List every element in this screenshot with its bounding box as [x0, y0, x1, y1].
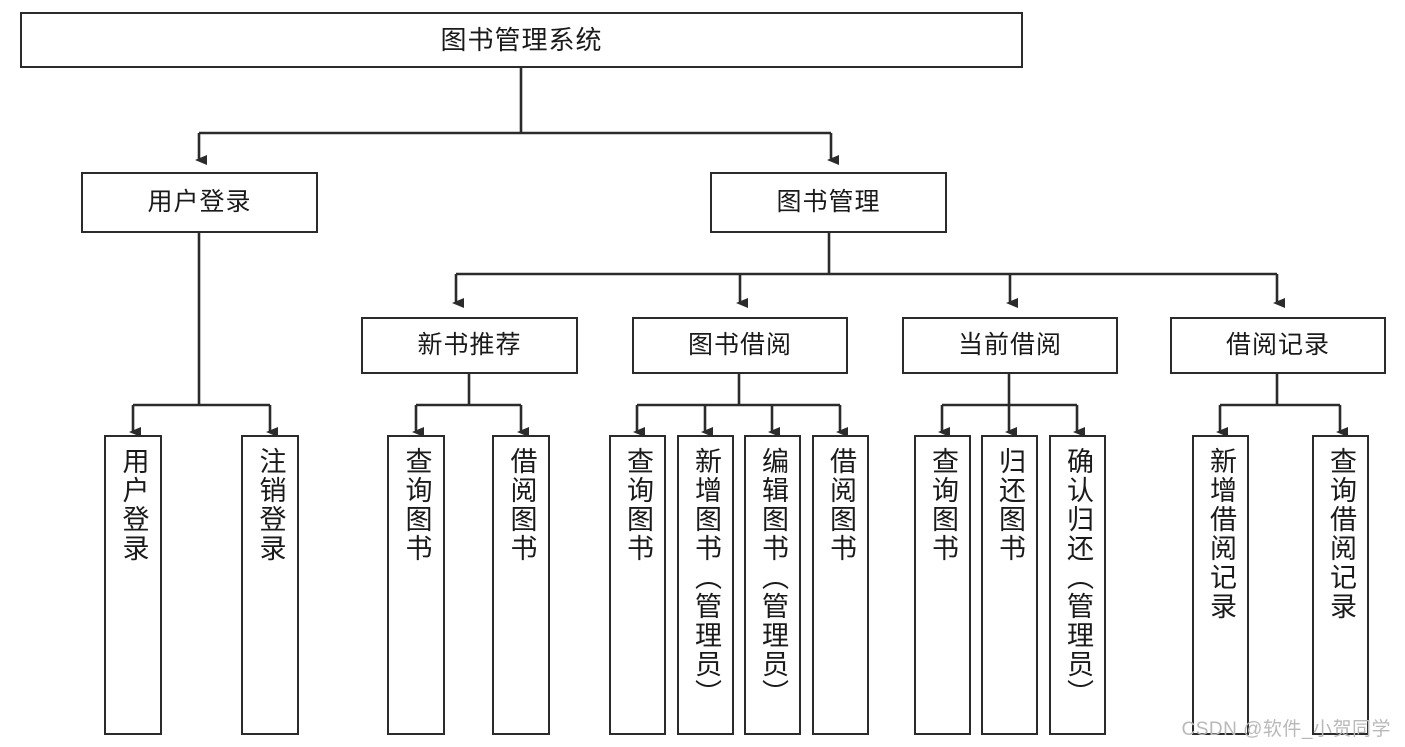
- node-label: 借阅图书: [506, 447, 537, 563]
- node-label: 确认归还（管理员）: [1063, 447, 1093, 708]
- node-label: 新书推荐: [417, 331, 522, 359]
- leaf-query-book-borrow[interactable]: 查询图书: [609, 435, 666, 735]
- leaf-query-book-current[interactable]: 查询图书: [914, 435, 971, 735]
- node-label: 查询借阅记录: [1326, 447, 1356, 621]
- node-current-borrow[interactable]: 当前借阅: [902, 317, 1118, 374]
- node-label: 用户登录: [147, 188, 252, 216]
- leaf-return-book[interactable]: 归还图书: [981, 435, 1038, 735]
- leaf-add-book[interactable]: 新增图书（管理员）: [677, 435, 734, 735]
- node-label: 图书管理: [776, 188, 881, 216]
- node-label: 用户登录: [118, 447, 149, 563]
- node-label: 借阅记录: [1225, 331, 1330, 359]
- node-label: 当前借阅: [957, 331, 1062, 359]
- leaf-logout-login[interactable]: 注销登录: [241, 435, 299, 735]
- node-book-borrow[interactable]: 图书借阅: [632, 317, 848, 374]
- node-label: 查询图书: [928, 447, 958, 563]
- node-label: 查询图书: [623, 447, 653, 563]
- leaf-add-borrow-record[interactable]: 新增借阅记录: [1192, 435, 1249, 735]
- node-label: 图书借阅: [687, 331, 792, 359]
- leaf-borrow-book-recommend[interactable]: 借阅图书: [492, 435, 550, 735]
- node-book-management[interactable]: 图书管理: [710, 172, 947, 233]
- node-label: 借阅图书: [826, 447, 856, 563]
- node-label: 图书管理系统: [440, 24, 603, 55]
- leaf-confirm-return[interactable]: 确认归还（管理员）: [1049, 435, 1106, 735]
- leaf-query-borrow-record[interactable]: 查询借阅记录: [1312, 435, 1369, 735]
- leaf-edit-book[interactable]: 编辑图书（管理员）: [744, 435, 801, 735]
- node-new-book-recommend[interactable]: 新书推荐: [361, 317, 578, 374]
- watermark: CSDN @软件_小贺同学: [1181, 719, 1391, 740]
- node-borrow-record[interactable]: 借阅记录: [1170, 317, 1386, 374]
- node-label: 注销登录: [255, 447, 286, 563]
- leaf-user-login[interactable]: 用户登录: [104, 435, 162, 735]
- node-book-management-system[interactable]: 图书管理系统: [20, 12, 1023, 68]
- node-label: 编辑图书（管理员）: [758, 447, 788, 708]
- node-label: 查询图书: [401, 447, 432, 563]
- node-user-login[interactable]: 用户登录: [81, 172, 318, 233]
- node-label: 归还图书: [995, 447, 1025, 563]
- node-label: 新增借阅记录: [1206, 447, 1236, 621]
- leaf-borrow-book[interactable]: 借阅图书: [812, 435, 869, 735]
- leaf-query-book-recommend[interactable]: 查询图书: [387, 435, 445, 735]
- node-label: 新增图书（管理员）: [691, 447, 721, 708]
